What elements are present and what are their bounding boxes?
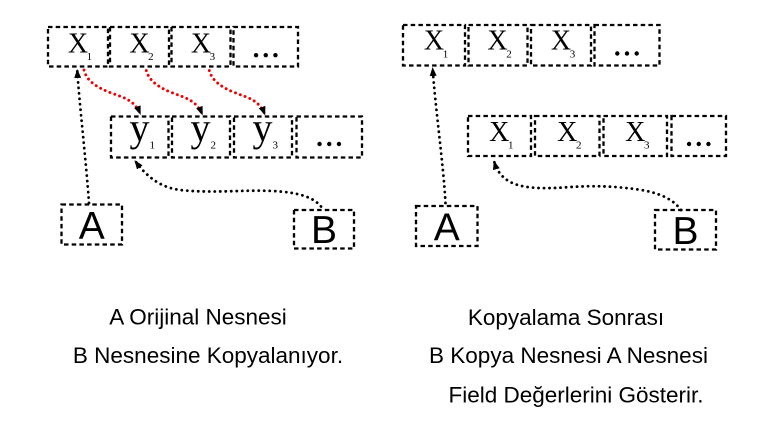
svg-text:1: 1: [443, 48, 449, 60]
svg-text:A: A: [79, 205, 105, 248]
svg-text:X: X: [551, 26, 571, 57]
svg-text:B: B: [672, 210, 698, 253]
svg-text:3: 3: [570, 48, 576, 60]
svg-text:X: X: [487, 26, 507, 57]
svg-text:Field Değerlerini Gösterir.: Field Değerlerini Gösterir.: [448, 383, 703, 408]
svg-text:X: X: [625, 117, 645, 148]
svg-text:X: X: [68, 29, 88, 60]
svg-text:X: X: [557, 117, 577, 148]
svg-text:X: X: [424, 26, 444, 57]
svg-text:B Kopya Nesnesi A Nesnesi: B Kopya Nesnesi A Nesnesi: [429, 343, 708, 368]
svg-text:B: B: [311, 209, 337, 252]
svg-text:1: 1: [87, 51, 93, 63]
svg-text:A Orijinal Nesnesi: A Orijinal Nesnesi: [109, 305, 287, 330]
svg-text:2: 2: [506, 48, 512, 60]
svg-text:2: 2: [211, 139, 217, 151]
svg-text:y: y: [130, 105, 150, 150]
svg-text:A: A: [434, 207, 460, 250]
svg-text:3: 3: [644, 140, 650, 152]
svg-text:y: y: [253, 105, 273, 150]
svg-text:3: 3: [273, 139, 279, 151]
svg-text:X: X: [191, 29, 211, 60]
svg-text:X: X: [489, 117, 509, 148]
svg-text:3: 3: [210, 51, 216, 63]
svg-text:1: 1: [508, 140, 514, 152]
svg-text:2: 2: [148, 51, 154, 63]
svg-text:X: X: [129, 29, 149, 60]
svg-text:y: y: [191, 105, 211, 150]
svg-text:2: 2: [576, 140, 582, 152]
svg-text:B Nesnesine Kopyalanıyor.: B Nesnesine Kopyalanıyor.: [73, 343, 343, 368]
svg-text:Kopyalama Sonrası: Kopyalama Sonrası: [468, 305, 664, 330]
svg-text:1: 1: [150, 139, 156, 151]
